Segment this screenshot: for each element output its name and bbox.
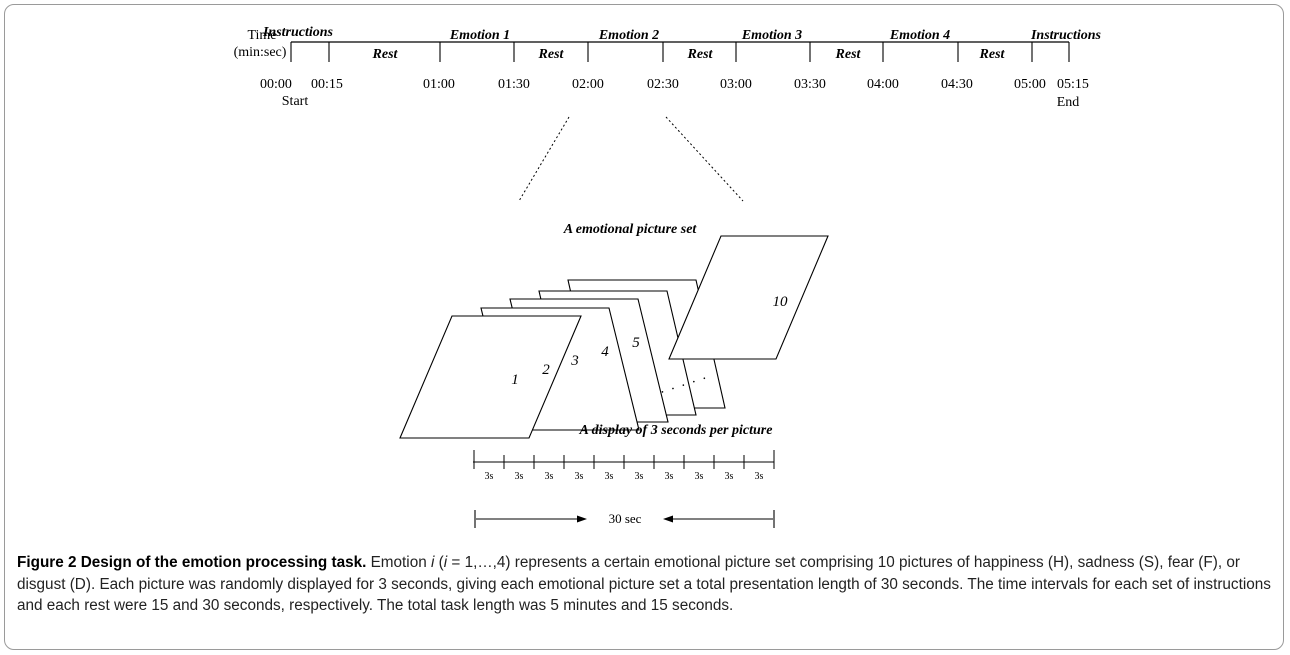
duration-arrowhead-left [663,515,673,523]
time-0100: 01:00 [423,77,455,92]
segment-rest-5: Rest [979,47,1006,62]
start-label: Start [282,94,309,109]
duration-label: 30 sec [609,511,642,526]
time-0515: 05:15 [1057,77,1089,92]
interval-label: 3s [755,471,764,482]
segment-emotion-2: Emotion 2 [598,28,659,43]
picture-number-10: 10 [773,294,789,310]
segment-instructions-end: Instructions [1030,28,1102,43]
interval-label: 3s [695,471,704,482]
segment-emotion-3: Emotion 3 [741,28,802,43]
zoom-line-right [665,116,744,202]
segment-instructions-start: Instructions [262,25,334,40]
segment-rest-3: Rest [687,47,714,62]
caption-text-2: ( [434,554,444,571]
caption-figure-label: Figure 2 [17,554,77,571]
caption-text-3: = 1,…,4) represents a certain emotional … [17,554,1271,614]
interval-label: 3s [605,471,614,482]
picture-number-5: 5 [632,335,640,351]
picture-card-1 [399,315,582,439]
interval-labels: 3s 3s 3s 3s 3s 3s 3s 3s 3s 3s [485,471,764,482]
time-0430: 04:30 [941,77,973,92]
time-0200: 02:00 [572,77,604,92]
time-axis-label: Time [247,28,276,43]
interval-ruler-ticks [473,450,775,469]
picture-set-title: A emotional picture set [563,222,698,237]
segment-emotion-4: Emotion 4 [889,28,950,43]
time-0130: 01:30 [498,77,530,92]
interval-label: 3s [725,471,734,482]
timeline-ticks [290,42,1070,62]
emotion-task-diagram: Time (min:sec) Instructions Rest Emotion… [234,25,1102,528]
caption-text-1: Emotion [370,554,431,571]
time-0015: 00:15 [311,77,343,92]
display-note: A display of 3 seconds per picture [579,423,773,438]
time-0000: 00:00 [260,77,292,92]
figure-caption: Figure 2 Design of the emotion processin… [17,552,1275,617]
time-axis-unit: (min:sec) [234,45,287,60]
duration-indicator: 30 sec [474,510,775,528]
time-0330: 03:30 [794,77,826,92]
time-0500: 05:00 [1014,77,1046,92]
picture-number-4: 4 [601,344,609,360]
end-label: End [1057,95,1080,110]
time-0230: 02:30 [647,77,679,92]
duration-arrowhead-right [577,515,587,523]
segment-emotion-1: Emotion 1 [449,28,510,43]
caption-variable-i: i [430,554,435,571]
caption-variable-i-2: i [443,554,448,571]
interval-label: 3s [635,471,644,482]
zoom-line-left [518,116,570,202]
timeline: Time (min:sec) Instructions Rest Emotion… [234,25,1102,110]
picture-number-3: 3 [570,353,579,369]
time-0300: 03:00 [720,77,752,92]
interval-ruler: 3s 3s 3s 3s 3s 3s 3s 3s 3s 3s [473,450,775,482]
segment-rest-2: Rest [538,47,565,62]
interval-label: 3s [665,471,674,482]
interval-label: 3s [485,471,494,482]
picture-set: A emotional picture set 1 2 3 4 5 10 . .… [399,222,829,439]
segment-rest-4: Rest [835,47,862,62]
picture-card-10 [668,235,829,360]
interval-label: 3s [575,471,584,482]
figure-frame [4,4,1284,650]
time-0400: 04:00 [867,77,899,92]
picture-number-2: 2 [542,362,550,378]
interval-label: 3s [515,471,524,482]
segment-rest-1: Rest [372,47,399,62]
caption-title: Design of the emotion processing task. [80,554,367,571]
picture-number-1: 1 [511,372,519,388]
interval-label: 3s [545,471,554,482]
